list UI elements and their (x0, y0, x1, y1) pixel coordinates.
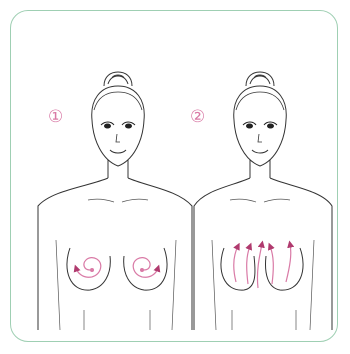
spiral-arrow-left-1 (76, 258, 101, 278)
spiral-arrow-right-1 (133, 258, 158, 278)
eyes-1 (101, 122, 135, 128)
nose-1 (116, 134, 120, 142)
eyes-2 (243, 122, 277, 128)
breast-left-2 (221, 248, 255, 290)
upward-arrows-2 (234, 244, 291, 288)
step-1-label: ① (48, 107, 63, 127)
breast-right-1 (124, 248, 167, 290)
figure-step-2: ② (190, 72, 332, 330)
nipple-left-1 (90, 268, 94, 272)
nose-2 (258, 134, 262, 142)
step-2-label: ② (190, 107, 205, 127)
head-outline-1 (92, 86, 145, 166)
mouth-2 (252, 150, 268, 153)
waist-1 (84, 310, 150, 330)
hair-front-1 (94, 92, 142, 110)
nipple-right-1 (140, 268, 144, 272)
arms-2 (212, 240, 314, 330)
torso-outline-1 (38, 178, 192, 330)
breast-right-2 (266, 248, 304, 290)
collarbones-2 (230, 199, 290, 202)
hair-bun-1 (104, 72, 132, 86)
mouth-1 (110, 150, 126, 153)
breast-left-1 (67, 248, 110, 290)
hair-bun-2 (246, 72, 274, 86)
waist-2 (232, 310, 296, 330)
head-outline-2 (234, 86, 287, 166)
hair-front-2 (236, 92, 284, 110)
collarbones-1 (88, 199, 148, 202)
figure-step-1: ① (38, 72, 192, 330)
